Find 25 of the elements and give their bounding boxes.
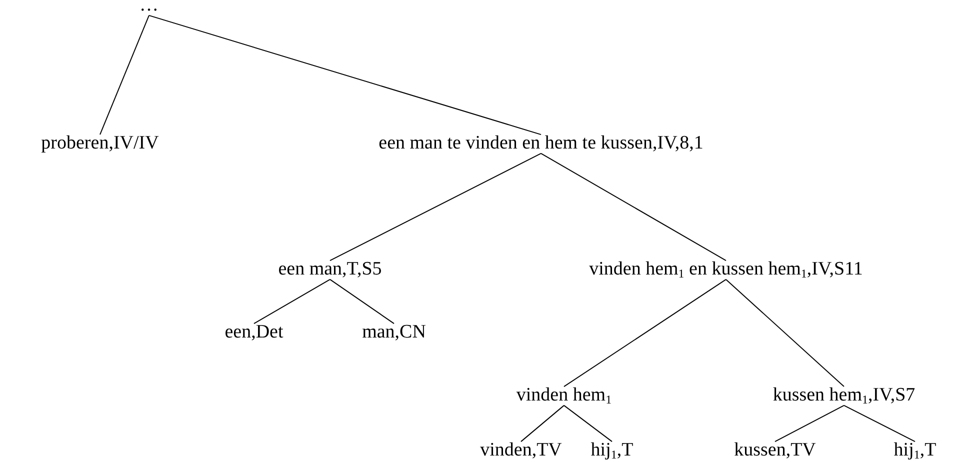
tree-branch-line bbox=[774, 404, 844, 442]
tree-node-label: hij$_{1}$,T bbox=[590, 440, 634, 462]
tree-node-label: vinden hem$_{1}$ en kussen hem$_{1}$,IV,S11 bbox=[589, 260, 863, 280]
tree-branch-line bbox=[330, 278, 394, 324]
tree-branch-line bbox=[564, 278, 726, 388]
tree-node-label: een man,T,S5 bbox=[278, 260, 382, 280]
tree-branch-line bbox=[520, 404, 564, 442]
tree-node-label: kussen hem$_{1}$,IV,S7 bbox=[772, 386, 916, 406]
tree-node-label: hij$_{1}$,T bbox=[894, 440, 936, 462]
tree-branch-line bbox=[330, 152, 542, 262]
tree-branch-line bbox=[540, 152, 726, 262]
tree-node-label: … bbox=[140, 0, 158, 16]
tree-node-label: kussen,TV bbox=[734, 440, 816, 462]
tree-branch-line bbox=[726, 278, 844, 388]
tree-node-label: vinden hem$_{1}$ bbox=[516, 386, 612, 406]
tree-node-label: proberen,IV/IV bbox=[41, 134, 159, 154]
tree-node-label: een man te vinden en hem te kussen,IV,8,1 bbox=[378, 134, 704, 154]
tree-branch-line bbox=[844, 404, 916, 442]
tree-branch-line bbox=[254, 278, 330, 324]
tree-node-label: een,Det bbox=[224, 322, 284, 344]
tree-node-label: vinden,TV bbox=[480, 440, 562, 462]
tree-branch-line bbox=[564, 404, 612, 442]
tree-node-label: man,CN bbox=[362, 322, 426, 344]
tree-branch-line bbox=[100, 14, 150, 136]
tree-branch-line bbox=[148, 14, 542, 136]
